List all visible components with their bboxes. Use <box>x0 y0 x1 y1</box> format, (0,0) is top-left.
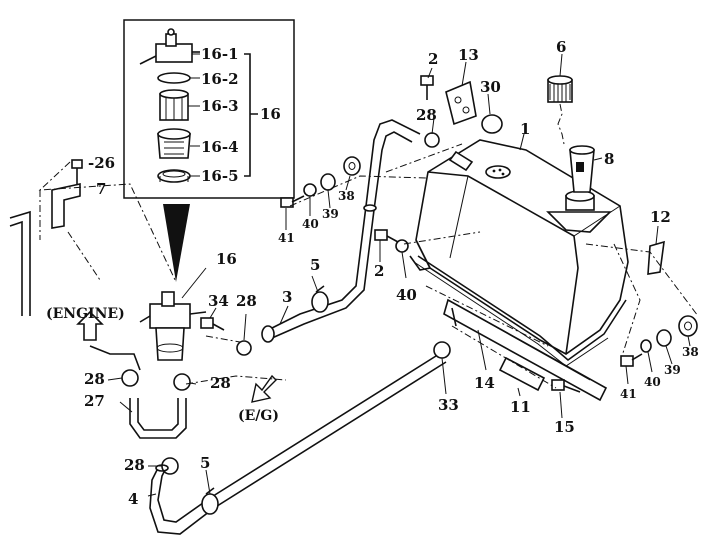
label-16-2: 16-2 <box>201 70 239 88</box>
fuel-tank <box>409 139 629 367</box>
hose-clamp-part <box>481 114 503 134</box>
callout-40-right: 40 <box>644 375 661 389</box>
callout-38-left: 38 <box>338 189 355 203</box>
callout-2-top: 2 <box>428 50 438 68</box>
callout-3: 3 <box>282 288 292 306</box>
hose-clamp-part <box>424 132 440 148</box>
callout-40-mid: 40 <box>396 286 417 304</box>
engine-direction-arrow <box>76 310 104 341</box>
bracket-part <box>647 240 665 275</box>
callout-28-right: 28 <box>210 374 231 392</box>
label-16-group: 16 <box>260 105 281 123</box>
label-16-3: 16-3 <box>201 97 239 115</box>
callout-39-left: 39 <box>322 207 339 221</box>
rubber-part <box>498 356 546 392</box>
callout-5-upper: 5 <box>310 256 320 274</box>
tank-stay-part <box>445 80 477 126</box>
label-16-5: 16-5 <box>201 167 239 185</box>
callout-7: 7 <box>96 180 106 198</box>
bolt-part <box>420 75 434 100</box>
callout-6: 6 <box>556 38 566 56</box>
fuel-filter-assembly <box>139 291 207 361</box>
callout-38-right: 38 <box>682 345 699 359</box>
callout-1: 1 <box>520 120 530 138</box>
frame-channel <box>9 210 31 316</box>
hose-clamp-part <box>173 373 191 391</box>
callout-33: 33 <box>438 396 459 414</box>
filter-element-part <box>159 89 189 121</box>
filter-cup-part <box>157 128 191 159</box>
callout-13: 13 <box>458 46 479 64</box>
hose-clamp-part <box>121 369 139 387</box>
ring-nut-part <box>157 169 191 183</box>
label-16-4: 16-4 <box>201 138 239 156</box>
callout-28-bottom: 28 <box>124 456 145 474</box>
callout-40-left: 40 <box>302 217 319 231</box>
o-ring-part <box>157 72 191 84</box>
washer-stack-left <box>280 156 361 208</box>
callout-41-right: 41 <box>620 387 637 401</box>
filter-head-part <box>139 28 200 65</box>
bracket-7-part <box>51 159 83 229</box>
stud-part <box>451 307 457 327</box>
bolt-part <box>551 379 581 393</box>
hose-clamp-part <box>311 285 329 313</box>
fuel-gauge-part <box>569 145 595 193</box>
callout-4: 4 <box>128 490 138 508</box>
callout-26: -26 <box>88 154 115 172</box>
callout-12: 12 <box>650 208 671 226</box>
hose-27-part <box>129 398 187 439</box>
label-16-1: 16-1 <box>201 45 239 63</box>
hose-clamp-part <box>433 341 451 359</box>
callout-8: 8 <box>604 150 614 168</box>
callout-39-right: 39 <box>664 363 681 377</box>
callout-28-mid: 28 <box>236 292 257 310</box>
reference-lines <box>38 143 699 389</box>
callout-2-mid: 2 <box>374 262 384 280</box>
pointer-arrow <box>163 204 190 282</box>
callout-30: 30 <box>480 78 501 96</box>
callout-14: 14 <box>474 374 495 392</box>
hose-clamp-part <box>236 340 252 356</box>
callout-34: 34 <box>208 292 229 310</box>
callout-28-top: 28 <box>416 106 437 124</box>
eg-direction-arrow <box>251 374 277 403</box>
tank-bracket <box>443 298 608 402</box>
callout-28-left: 28 <box>84 370 105 388</box>
engine-label: (ENGINE) <box>46 306 125 322</box>
bolt-part <box>200 317 225 331</box>
callout-11: 11 <box>510 398 531 416</box>
washer-stack-right <box>620 315 698 367</box>
filler-cap-part <box>547 75 573 145</box>
filter-exploded-inset: 16-1 16-2 16-3 16-4 16-5 16 <box>123 19 295 199</box>
feed-hose-part <box>149 355 447 535</box>
eg-label: (E/G) <box>238 408 279 424</box>
callout-27: 27 <box>84 392 105 410</box>
callout-41-left: 41 <box>278 231 295 245</box>
callout-15: 15 <box>554 418 575 436</box>
leader-lines <box>107 53 691 497</box>
callout-16: 16 <box>216 250 237 268</box>
callout-5-lower: 5 <box>200 454 210 472</box>
